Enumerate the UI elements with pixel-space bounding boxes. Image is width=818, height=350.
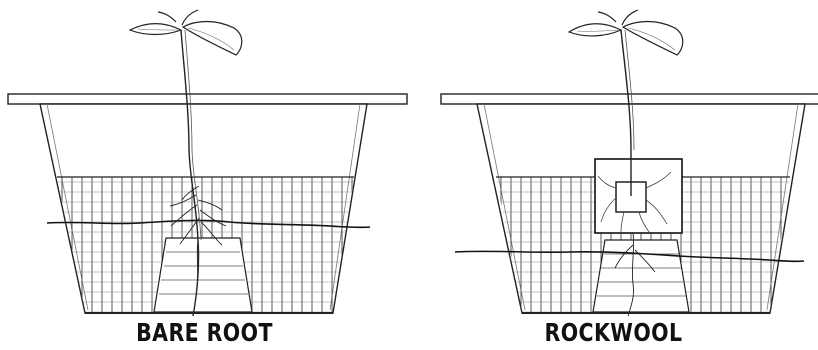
rockwool-illustration [409, 0, 818, 350]
pot-rim [8, 94, 407, 104]
bare-root-illustration [0, 0, 409, 350]
pot-rim [441, 94, 818, 104]
panel-rockwool: ROCKWOOL [409, 0, 818, 350]
panel-bare-root: BARE ROOT [0, 0, 409, 350]
caption-rockwool: ROCKWOOL [446, 318, 781, 348]
caption-bare-root: BARE ROOT [37, 318, 372, 348]
seedling-leaves [130, 10, 242, 55]
seedling-leaves [569, 10, 683, 55]
